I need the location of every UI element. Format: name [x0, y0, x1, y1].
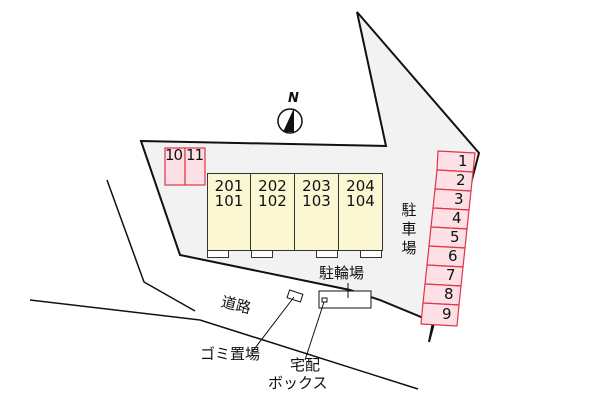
- small-parking-group: [164, 147, 206, 186]
- parking-space-8: 8: [444, 285, 454, 303]
- unit-upper-number: 204: [346, 177, 375, 195]
- entrance-step-1: [207, 250, 229, 258]
- unit-lower-number: 103: [302, 192, 331, 210]
- unit-lower-number: 102: [258, 192, 287, 210]
- road-edge-left: [0, 250, 180, 255]
- unit-202-102: 202 102: [250, 173, 295, 251]
- unit-upper-number: 201: [214, 177, 244, 195]
- parking-label-char: 車: [401, 220, 417, 238]
- unit-201-101: 201 101: [207, 173, 251, 251]
- parking-space-11: 11: [186, 146, 204, 164]
- delivery-leader: [304, 301, 325, 361]
- parking-space-5: 5: [450, 228, 460, 246]
- bicycle-parking-label: 駐輪場: [319, 264, 365, 282]
- parking-label-char: 場: [401, 239, 417, 257]
- delivery-box-label-line1: 宅配: [290, 356, 321, 374]
- parking-space-3: 3: [454, 190, 464, 208]
- parking-space-7: 7: [446, 266, 456, 284]
- road-edge-lower: [29, 299, 419, 390]
- unit-lower-number: 101: [214, 192, 244, 210]
- unit-upper-number: 202: [258, 177, 287, 195]
- delivery-box: [321, 297, 328, 303]
- parking-space-6: 6: [448, 247, 458, 265]
- garbage-leader: [251, 296, 295, 353]
- entrance-step-3: [316, 250, 338, 258]
- compass-north-label: N: [288, 91, 299, 106]
- parking-space-10: 10: [165, 146, 183, 164]
- entrance-step-4: [360, 250, 382, 258]
- unit-204-104: 204 104: [338, 173, 383, 251]
- parking-lot-label: 駐 車 場: [401, 201, 417, 258]
- parking-space-4: 4: [452, 209, 462, 227]
- garbage-area: [286, 289, 304, 303]
- delivery-box-label-line2: ボックス: [268, 374, 328, 392]
- unit-upper-number: 203: [302, 177, 331, 195]
- unit-203-103: 203 103: [294, 173, 339, 251]
- parking-space-1: 1: [458, 152, 468, 170]
- north-arrow-icon: [277, 108, 303, 134]
- parking-label-char: 駐: [401, 201, 417, 219]
- parking-space-2: 2: [456, 171, 466, 189]
- garbage-area-label: ゴミ置場: [200, 345, 261, 363]
- unit-lower-number: 104: [346, 192, 375, 210]
- road-edge-upper: [106, 179, 196, 312]
- parking-space-9: 9: [442, 305, 452, 323]
- parking-spaces-group: [420, 150, 476, 327]
- bicycle-parking: [318, 290, 372, 309]
- entrance-step-2: [251, 250, 273, 258]
